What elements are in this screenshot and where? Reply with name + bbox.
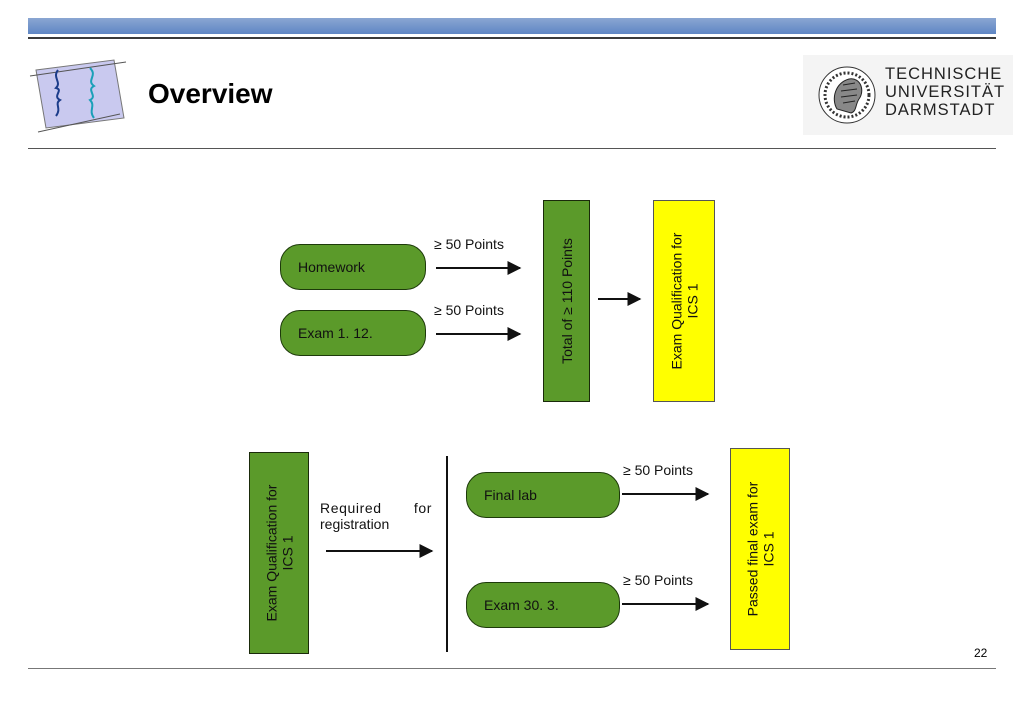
registration-word: registration bbox=[320, 516, 390, 532]
total-points-node: Total of ≥ 110 Points bbox=[543, 200, 590, 402]
title-divider bbox=[28, 148, 996, 149]
registration-label: Required for registration bbox=[320, 500, 432, 532]
header-rule bbox=[28, 37, 996, 39]
points-label-exam-mid: ≥ 50 Points bbox=[434, 302, 504, 318]
exam-mid-label: Exam 1. 12. bbox=[298, 325, 373, 341]
final-lab-label: Final lab bbox=[484, 487, 537, 503]
athena-head-icon bbox=[818, 66, 876, 124]
faces-logo-icon bbox=[29, 59, 127, 133]
university-name: TECHNISCHE UNIVERSITÄT DARMSTADT bbox=[885, 65, 1005, 119]
passed-line-2: ICS 1 bbox=[760, 531, 776, 567]
footer-rule bbox=[28, 668, 996, 669]
logo-line-2: UNIVERSITÄT bbox=[885, 83, 1006, 101]
total-points-label: Total of ≥ 110 Points bbox=[558, 238, 575, 364]
exam-final-node: Exam 30. 3. bbox=[466, 582, 620, 628]
homework-node: Homework bbox=[280, 244, 426, 290]
points-label-exam-final: ≥ 50 Points bbox=[623, 572, 693, 588]
passed-exam-node: Passed final exam for ICS 1 bbox=[730, 448, 790, 650]
exam-final-label: Exam 30. 3. bbox=[484, 597, 559, 613]
points-label-final-lab: ≥ 50 Points bbox=[623, 462, 693, 478]
page-number: 22 bbox=[974, 646, 988, 660]
logo-line-1: TECHNISCHE bbox=[885, 65, 1003, 83]
qualification-node-bottom: Exam Qualification for ICS 1 bbox=[249, 452, 309, 654]
header-band bbox=[28, 18, 996, 34]
logo-line-3: DARMSTADT bbox=[885, 101, 996, 119]
qualification-top-line-2: ICS 1 bbox=[684, 283, 701, 319]
for-word: for bbox=[413, 500, 432, 516]
qualification-bottom-line-2: ICS 1 bbox=[279, 535, 296, 571]
passed-line-1: Passed final exam for bbox=[744, 481, 760, 617]
tu-darmstadt-logo: TECHNISCHE UNIVERSITÄT DARMSTADT bbox=[803, 55, 1013, 135]
qualification-bottom-line-1: Exam Qualification for bbox=[263, 484, 280, 622]
final-lab-node: Final lab bbox=[466, 472, 620, 518]
qualification-node-top: Exam Qualification for ICS 1 bbox=[653, 200, 715, 402]
required-word: Required bbox=[320, 500, 382, 516]
qualification-top-line-1: Exam Qualification for bbox=[668, 232, 685, 370]
homework-label: Homework bbox=[298, 259, 365, 275]
page-title: Overview bbox=[148, 78, 273, 109]
points-label-homework: ≥ 50 Points bbox=[434, 236, 504, 252]
exam-mid-node: Exam 1. 12. bbox=[280, 310, 426, 356]
